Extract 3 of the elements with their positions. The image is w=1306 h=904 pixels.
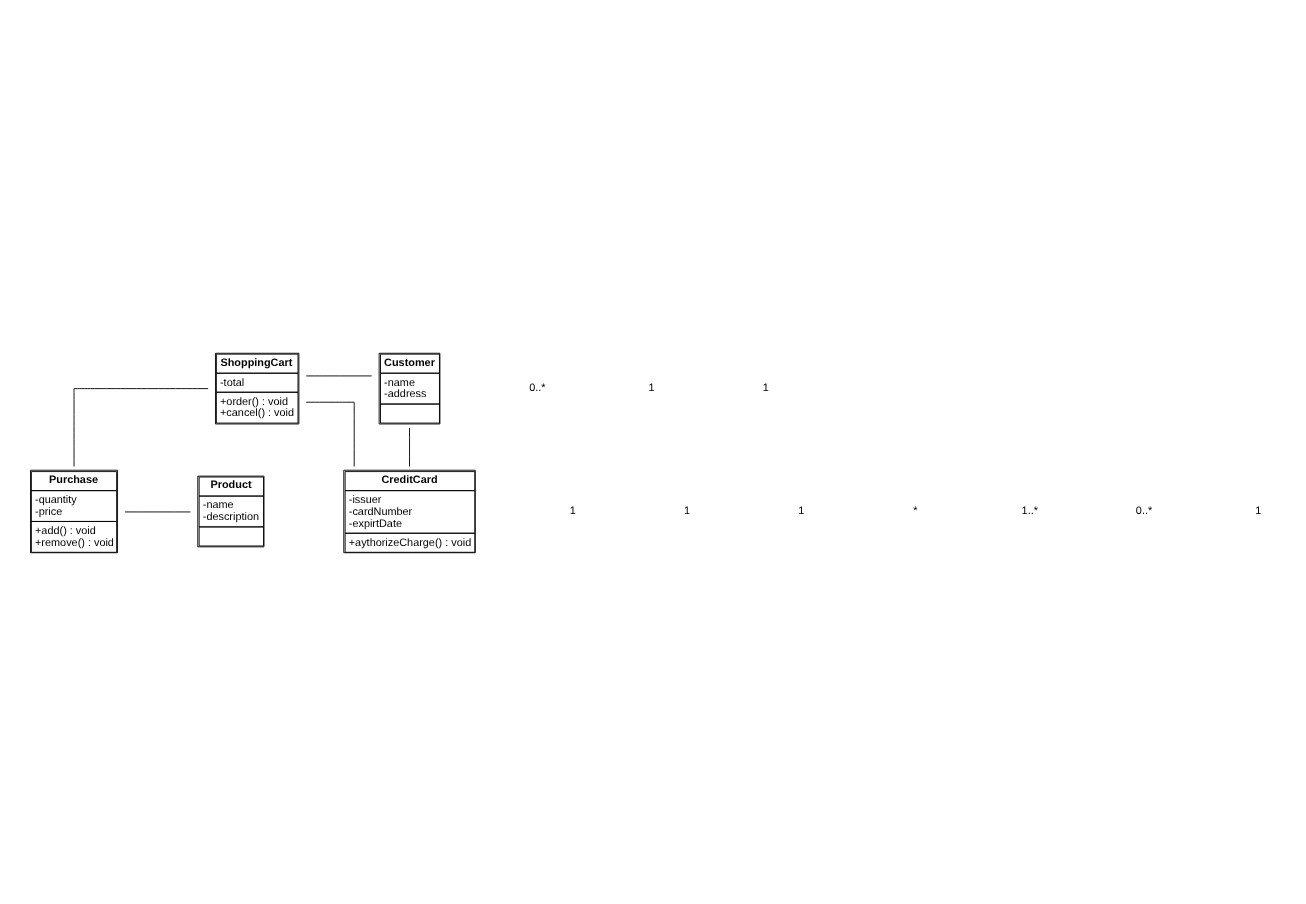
connector (305, 400, 355, 466)
connector (409, 426, 410, 466)
connector (73, 387, 209, 466)
